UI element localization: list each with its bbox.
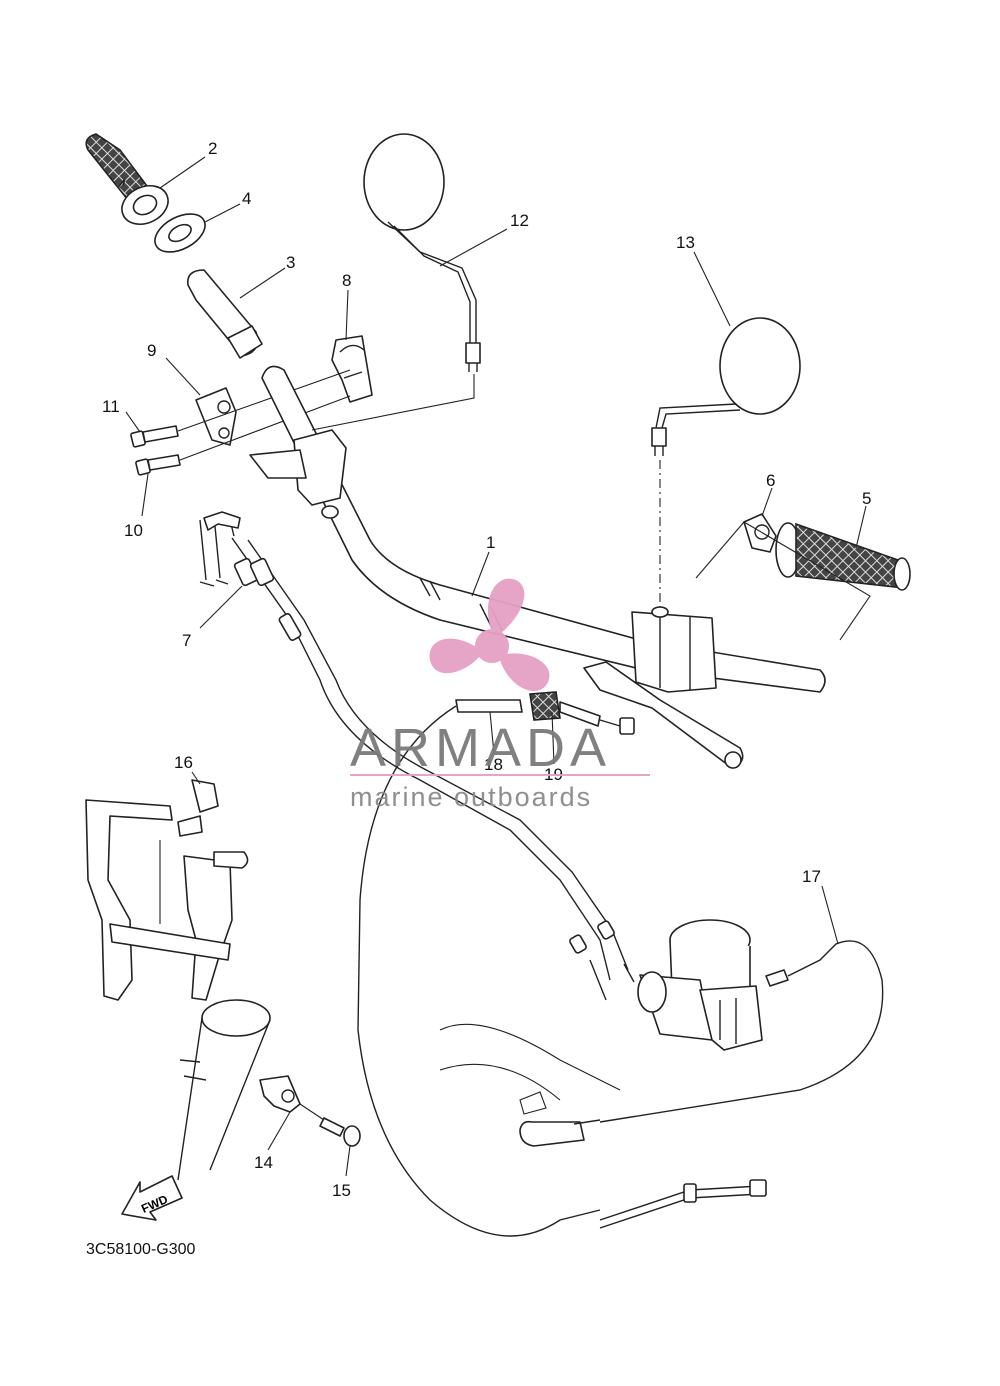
callout-labels: 1 2 3 4 5 6 7 8 9 10 11 12 13 14 15 16 1… [102, 139, 871, 1200]
fwd-arrow: FWD [121, 1175, 183, 1221]
callout-2: 2 [208, 139, 217, 158]
clamp-8 [331, 335, 373, 403]
callout-14: 14 [254, 1153, 273, 1172]
callout-18: 18 [484, 755, 503, 774]
leader-lines [125, 156, 867, 1177]
watermark-brand: ARMADA [350, 718, 611, 778]
propeller-logo-icon [429, 578, 550, 691]
clamp-14 [259, 1075, 301, 1113]
screw-10 [135, 454, 181, 476]
lower-cable [599, 1179, 767, 1229]
watermark-tagline: marine outboards [350, 782, 592, 812]
watermark: ARMADA marine outboards [350, 578, 650, 812]
callout-8: 8 [342, 271, 351, 290]
frame-ghost [439, 1023, 621, 1115]
callout-10: 10 [124, 521, 143, 540]
callout-16: 16 [174, 753, 193, 772]
callout-9: 9 [147, 341, 156, 360]
grip-5 [775, 522, 911, 591]
callout-17: 17 [802, 867, 821, 886]
handlebar-1 [249, 365, 826, 769]
callout-7: 7 [182, 631, 191, 650]
callout-6: 6 [766, 471, 775, 490]
holder-9 [195, 387, 237, 446]
callout-15: 15 [332, 1181, 351, 1200]
mirror-13 [651, 317, 801, 456]
washer-6 [743, 513, 777, 553]
callout-13: 13 [676, 233, 695, 252]
diagram-code: 3C58100-G300 [86, 1241, 196, 1258]
cable-7 [199, 511, 635, 1001]
washer-4 [154, 213, 206, 253]
callout-4: 4 [242, 189, 251, 208]
callout-11: 11 [102, 397, 120, 416]
bracket-16 [85, 779, 249, 1001]
callout-1: 1 [486, 533, 495, 552]
bolt-15 [319, 1117, 361, 1147]
callout-5: 5 [862, 489, 871, 508]
fork-leg [177, 999, 271, 1181]
throttle-grip-left [85, 133, 169, 226]
callout-12: 12 [510, 211, 529, 230]
mirror-12 [363, 133, 481, 372]
throttle-pipe-3 [187, 269, 263, 359]
screw-11 [130, 425, 179, 448]
carburetor [637, 919, 763, 1051]
callout-3: 3 [286, 253, 295, 272]
choke-cable-17 [519, 940, 884, 1147]
